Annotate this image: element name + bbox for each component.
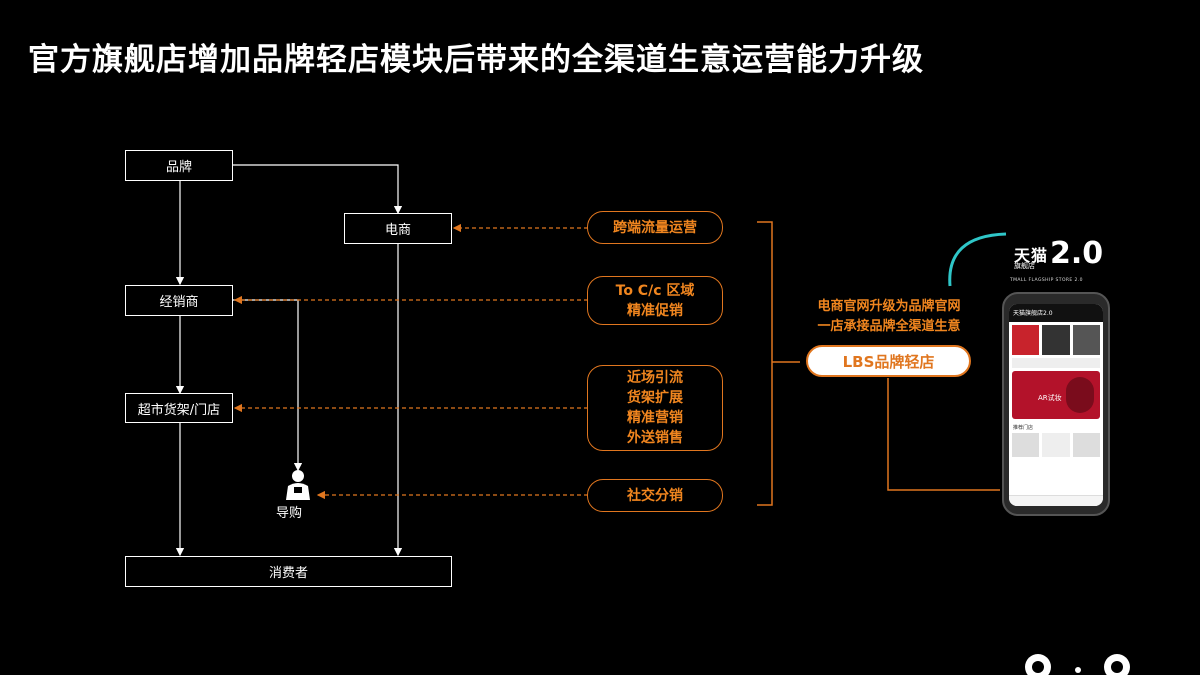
capability-toc-region-line2: 精准促销 bbox=[627, 302, 683, 319]
line-lbs-phone bbox=[887, 378, 1000, 491]
node-ecommerce: 电商 bbox=[344, 213, 452, 244]
logo-tiny-text: TMALL FLAGSHIP STORE 2.0 bbox=[1010, 278, 1083, 283]
line-dealer-guide bbox=[232, 299, 303, 472]
node-ecommerce-label: 电商 bbox=[384, 223, 411, 238]
node-dealer-label: 经销商 bbox=[159, 295, 199, 310]
phone-mockup: 天猫旗舰店2.0 AR试妆 推荐门店 bbox=[1002, 292, 1110, 516]
capability-nearby-line4: 外送销售 bbox=[627, 430, 683, 446]
bracket bbox=[757, 221, 773, 506]
logo-sub-text: 旗舰店 bbox=[1014, 262, 1035, 270]
capability-toc-region: To C/c 区域 精准促销 bbox=[587, 276, 723, 325]
guide-person-icon bbox=[286, 470, 310, 500]
logo-arc-icon bbox=[948, 232, 1007, 287]
logo-version: 2.0 bbox=[1050, 236, 1104, 271]
phone-store-name: 天猫旗舰店2.0 bbox=[1009, 304, 1103, 322]
capability-social-line1: 社交分销 bbox=[627, 487, 683, 504]
node-brand-label: 品牌 bbox=[165, 160, 192, 175]
capability-social: 社交分销 bbox=[587, 479, 723, 512]
phone-banner: AR试妆 bbox=[1012, 371, 1100, 419]
capability-nearby-line2: 货架扩展 bbox=[627, 390, 683, 406]
line-brand-ecommerce bbox=[232, 164, 403, 215]
phone-product-row bbox=[1009, 322, 1103, 358]
node-consumer-label: 消费者 bbox=[268, 566, 308, 581]
capability-toc-region-line1: To C/c 区域 bbox=[615, 282, 695, 299]
upgrade-text: 电商官网升级为品牌官网 一店承接品牌全渠道生意 bbox=[780, 297, 998, 337]
cat-logo-icon bbox=[1025, 654, 1130, 675]
phone-screen: 天猫旗舰店2.0 AR试妆 推荐门店 bbox=[1009, 304, 1103, 506]
lbs-store-badge: LBS品牌轻店 bbox=[806, 345, 971, 377]
phone-tabbar bbox=[1009, 495, 1103, 506]
capability-cross-traffic: 跨端流量运营 bbox=[587, 211, 723, 244]
node-retail: 超市货架/门店 bbox=[125, 393, 233, 423]
tmall-logo: 天猫 旗舰店 2.0 TMALL FLAGSHIP STORE 2.0 bbox=[946, 230, 1104, 290]
node-retail-label: 超市货架/门店 bbox=[137, 402, 221, 418]
node-consumer: 消费者 bbox=[125, 556, 452, 587]
upgrade-text-line1: 电商官网升级为品牌官网 bbox=[817, 299, 961, 314]
phone-banner-text: AR试妆 bbox=[1038, 394, 1062, 402]
capability-cross-traffic-line1: 跨端流量运营 bbox=[613, 219, 697, 236]
upgrade-text-line2: 一店承接品牌全渠道生意 bbox=[817, 319, 961, 334]
page-title: 官方旗舰店增加品牌轻店模块后带来的全渠道生意运营能力升级 bbox=[28, 42, 924, 78]
logo-brand-text: 天猫 bbox=[1014, 246, 1049, 265]
node-brand: 品牌 bbox=[125, 150, 233, 181]
phone-section-label: 推荐门店 bbox=[1013, 425, 1034, 431]
capability-nearby-line3: 精准营销 bbox=[627, 410, 683, 426]
phone-store-row bbox=[1009, 433, 1103, 457]
capability-nearby-line1: 近场引流 bbox=[627, 370, 683, 386]
node-dealer: 经销商 bbox=[125, 285, 233, 316]
capability-nearby: 近场引流 货架扩展 精准营销 外送销售 bbox=[587, 365, 723, 451]
node-guide-label: 导购 bbox=[276, 506, 303, 521]
